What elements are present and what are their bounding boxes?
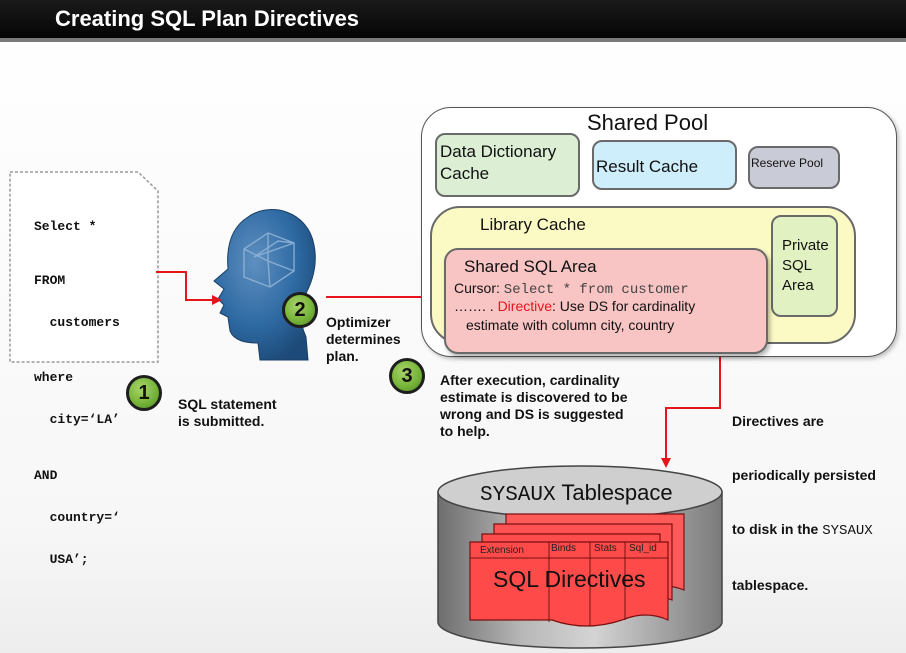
private-sql-area-label: Private SQL Area — [782, 237, 829, 294]
sql-line: where — [34, 370, 74, 385]
step-2-badge: 2 — [282, 292, 318, 328]
tablespace-title: SYSAUX Tablespace — [480, 480, 673, 507]
step-1-text: SQL statement is submitted. — [178, 396, 277, 429]
directive-line: ……. . Directive: Use DS for cardinality — [454, 298, 695, 314]
sql-statement-document — [10, 172, 156, 362]
step-1-badge: 1 — [126, 375, 162, 411]
result-cache — [592, 140, 737, 190]
step-3-text: After execution, cardinality estimate is… — [440, 372, 628, 439]
arrow-sql-to-optimizer — [156, 271, 222, 305]
sql-line: city=‘LA’ — [34, 412, 120, 427]
directive-dots: ……. . — [454, 298, 494, 314]
data-dictionary-cache — [435, 133, 580, 197]
shared-pool-title: Shared Pool — [587, 110, 709, 135]
persist-note-line: tablespace. — [732, 577, 809, 593]
persist-note: Directives are periodically persisted to… — [732, 376, 876, 612]
sql-line: customers — [34, 315, 120, 330]
tablespace-text: Tablespace — [555, 480, 673, 505]
shared-sql-area — [444, 248, 768, 354]
persist-note-text: to disk in the — [732, 521, 823, 537]
sql-line: FROM — [34, 273, 66, 288]
reserve-pool — [748, 146, 840, 189]
reserve-pool-label: Reserve Pool — [751, 156, 824, 170]
cursor-label: Cursor: — [454, 280, 500, 296]
sql-code: Select * FROM customers where city=‘LA’ … — [34, 192, 120, 581]
sql-line: AND — [34, 468, 58, 483]
directive-label: Directive — [497, 298, 553, 314]
page-title: Creating SQL Plan Directives — [55, 6, 360, 31]
column-extension: Extension — [480, 545, 524, 556]
private-sql-area — [771, 215, 838, 317]
column-binds: Binds — [551, 543, 577, 554]
tablespace-mono: SYSAUX — [480, 484, 556, 507]
sql-line: country=‘ — [34, 510, 120, 525]
directive-text: : Use DS for cardinality — [552, 298, 696, 314]
step-2-text: Optimizer determines plan. — [326, 314, 401, 364]
sql-line: USA’; — [34, 552, 89, 567]
library-cache-label: Library Cache — [480, 215, 586, 234]
shared-sql-area-title: Shared SQL Area — [464, 257, 597, 276]
step-3-badge: 3 — [389, 358, 425, 394]
sysaux-tablespace-cylinder — [437, 465, 723, 649]
cursor-line: Cursor: Select * from customer — [454, 280, 689, 298]
sql-directives-label: SQL Directives — [493, 566, 646, 592]
data-dictionary-cache-label: Data Dictionary Cache — [440, 142, 557, 183]
result-cache-label: Result Cache — [596, 157, 699, 176]
directive-text-2: estimate with column city, country — [466, 317, 675, 333]
title-bar — [0, 0, 906, 42]
cursor-sql: Select * from customer — [503, 282, 689, 298]
column-sql-id: Sql_id — [629, 543, 657, 554]
persist-note-line: periodically persisted — [732, 467, 876, 483]
sql-line: Select * — [34, 219, 97, 234]
document-outline — [9, 171, 159, 363]
column-stats: Stats — [594, 543, 617, 554]
persist-note-line: Directives are — [732, 413, 824, 429]
arrow-to-tablespace — [661, 356, 721, 468]
persist-note-mono: SYSAUX — [822, 523, 873, 539]
persist-note-line: to disk in the SYSAUX — [732, 520, 876, 540]
